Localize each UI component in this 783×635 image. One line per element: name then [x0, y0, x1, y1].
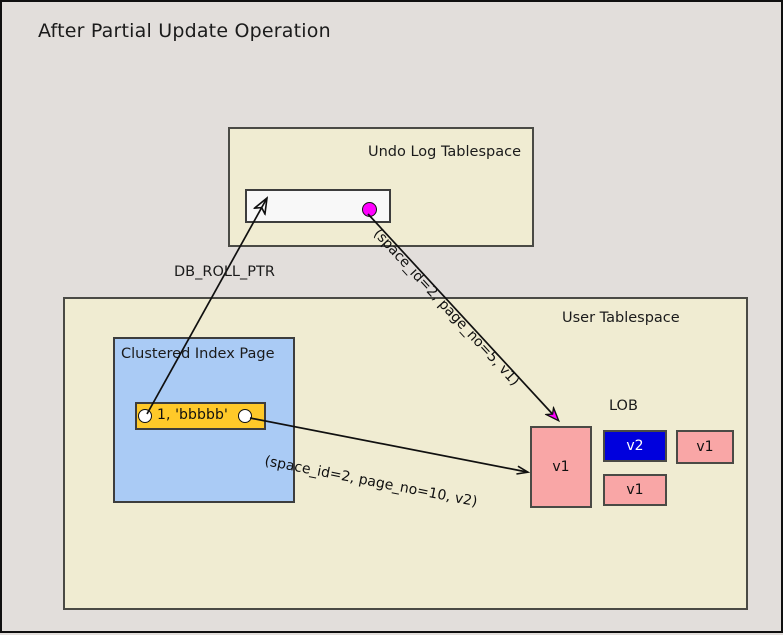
lob-box-updated-part: v2 [603, 430, 667, 462]
clustered-index-page-label: Clustered Index Page [121, 346, 275, 362]
lob-box-main: v1 [530, 426, 592, 508]
record-lob-pointer-dot [238, 409, 252, 423]
db-roll-ptr-label: DB_ROLL_PTR [174, 264, 275, 280]
lob-box-old-part-3: v1 [676, 430, 734, 464]
record-roll-pointer-dot [138, 409, 152, 423]
undo-log-tablespace-box: Undo Log Tablespace [228, 127, 534, 247]
undo-log-tablespace-label: Undo Log Tablespace [367, 144, 521, 160]
lob-label: LOB [609, 398, 638, 414]
user-tablespace-label: User Tablespace [562, 310, 680, 326]
page-title: After Partial Update Operation [38, 20, 331, 42]
clustered-index-record-text: 1, 'bbbbb' [157, 407, 228, 423]
undo-record-lob-pointer-dot [362, 202, 377, 217]
lob-box-old-part-2: v1 [603, 474, 667, 506]
